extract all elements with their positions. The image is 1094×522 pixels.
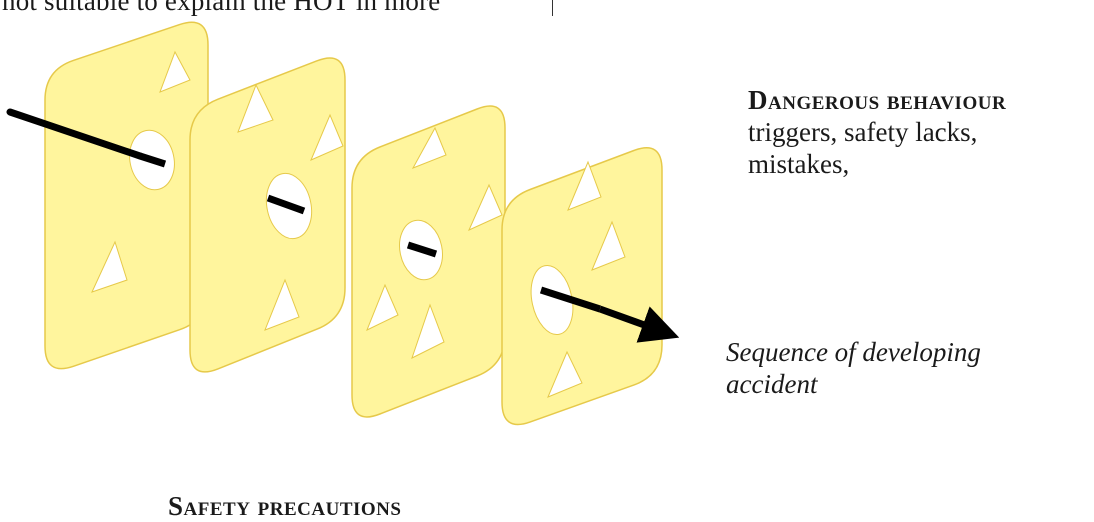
cheese-hole: [530, 265, 574, 335]
cheese-slice-1: [44, 21, 209, 370]
cheese-triangle-hole: [591, 220, 626, 271]
cheese-triangle-hole: [91, 240, 128, 293]
cheese-slice-3: [351, 105, 506, 418]
cheese-slice-body: [189, 57, 346, 373]
cheese-triangle-hole: [264, 278, 300, 331]
arrow-inside-hole-4: [539, 286, 602, 313]
cheese-triangle-hole: [567, 160, 602, 211]
dangerous-behaviour-description: triggers, safety lacks, mistakes,: [748, 117, 978, 179]
text-cursor: [552, 0, 553, 16]
arrow-inside-hole-1: [138, 152, 167, 168]
cheese-triangle-hole: [366, 283, 399, 332]
cheese-triangle-hole: [547, 350, 583, 398]
safety-precautions-label: Safety precautions: [168, 491, 402, 521]
cheese-slice-4: [501, 147, 663, 426]
cheese-triangle-hole: [159, 50, 191, 93]
cheese-triangle-hole: [310, 113, 344, 161]
cheese-slice-body: [501, 147, 663, 426]
cheese-triangle-hole: [468, 183, 503, 231]
cheese-triangle-hole: [411, 126, 447, 169]
clipped-paragraph-text: not suitable to explain the HOT in more: [2, 0, 441, 16]
arrow-head-segment: [598, 305, 680, 343]
arrow-inside-hole-2: [266, 194, 306, 215]
cheese-triangle-hole: [411, 303, 445, 359]
dangerous-behaviour-label: Dangerous behaviour triggers, safety lac…: [748, 84, 1088, 180]
cheese-triangle-hole: [237, 83, 274, 133]
sequence-label: Sequence of developing accident: [726, 337, 981, 399]
arrow-in-front-of-slice-1: [6, 108, 144, 160]
dangerous-behaviour-heading: Dangerous behaviour: [748, 85, 1007, 115]
arrow-inside-hole-3: [406, 241, 438, 258]
cheese-slice-2: [189, 57, 346, 373]
